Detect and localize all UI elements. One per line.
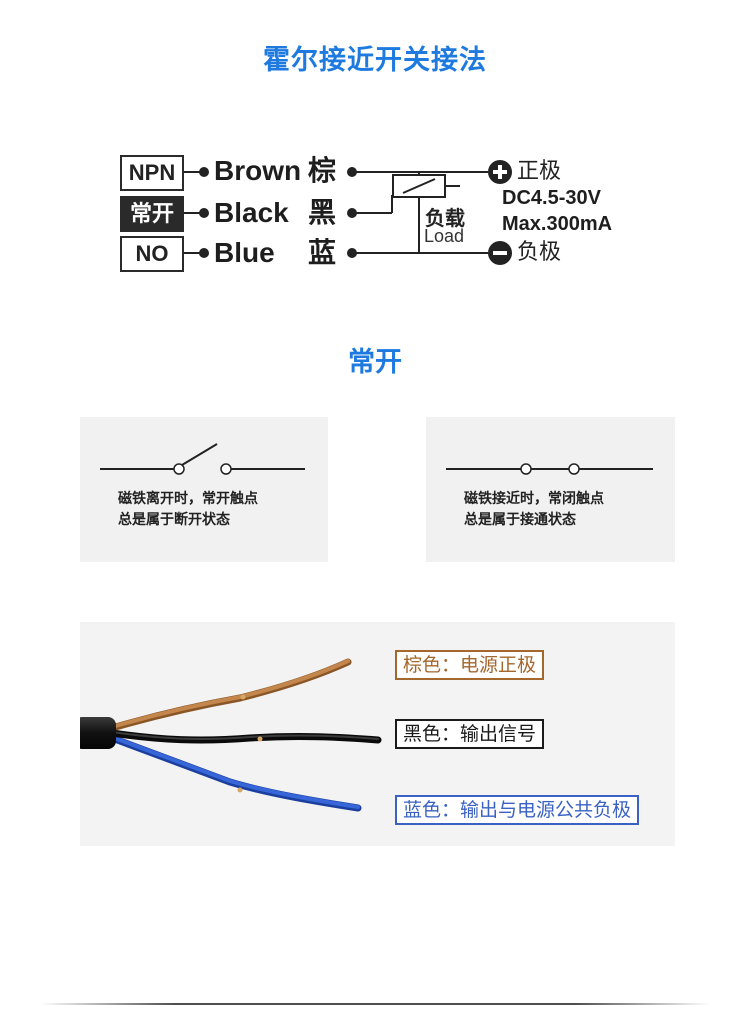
load-en-label: Load [424,226,465,246]
brown-label: Brown [214,155,302,186]
brown-wire-tag: 棕色：电源正极 [395,650,545,680]
npn-box: NPN [120,155,184,191]
blue-cn-label: 蓝 [308,236,337,269]
page-title: 霍尔接近开关接法 [263,45,487,76]
wiring-lines [184,160,512,265]
bottom-divider [40,1003,710,1005]
current-spec: Max.300mA [502,213,613,235]
load-cn-label: 负载 [425,206,465,230]
cable-illustration [80,658,382,812]
closed-switch-panel: 磁铁接近时，常闭触点 总是属于接通状态 [426,417,675,562]
open-switch-panel: 磁铁离开时，常开触点 总是属于断开状态 [80,417,328,562]
open-switch-icon [100,443,305,475]
voltage-spec: DC4.5-30V [502,187,601,209]
open-panel-line1: 磁铁离开时，常开触点 [118,491,258,507]
section-title: 常开 [348,347,402,378]
closed-switch-icon [446,463,653,475]
closed-panel-line1: 磁铁接近时，常闭触点 [464,491,604,507]
cable-jacket [80,717,116,749]
black-label: Black [214,197,289,228]
black-dot-left [199,208,209,218]
positive-label: 正极 [517,159,562,184]
brown-cn-label: 棕 [308,154,337,187]
blue-wire-tag: 蓝色：输出与电源公共负极 [395,795,640,825]
closed-panel-line2: 总是属于接通状态 [464,512,576,528]
black-wire-tag: 黑色：输出信号 [395,719,545,749]
no-box: NO [120,236,184,272]
black-cn-label: 黑 [308,196,337,229]
normally-open-box: 常开 [120,196,184,232]
negative-label: 负极 [517,240,562,265]
blue-label: Blue [214,237,275,268]
wires-photo: 棕色：电源正极 黑色：输出信号 蓝色：输出与电源公共负极 [80,622,675,846]
open-panel-line2: 总是属于断开状态 [118,512,230,528]
blue-dot-left [199,248,209,258]
brown-dot-left [199,167,209,177]
